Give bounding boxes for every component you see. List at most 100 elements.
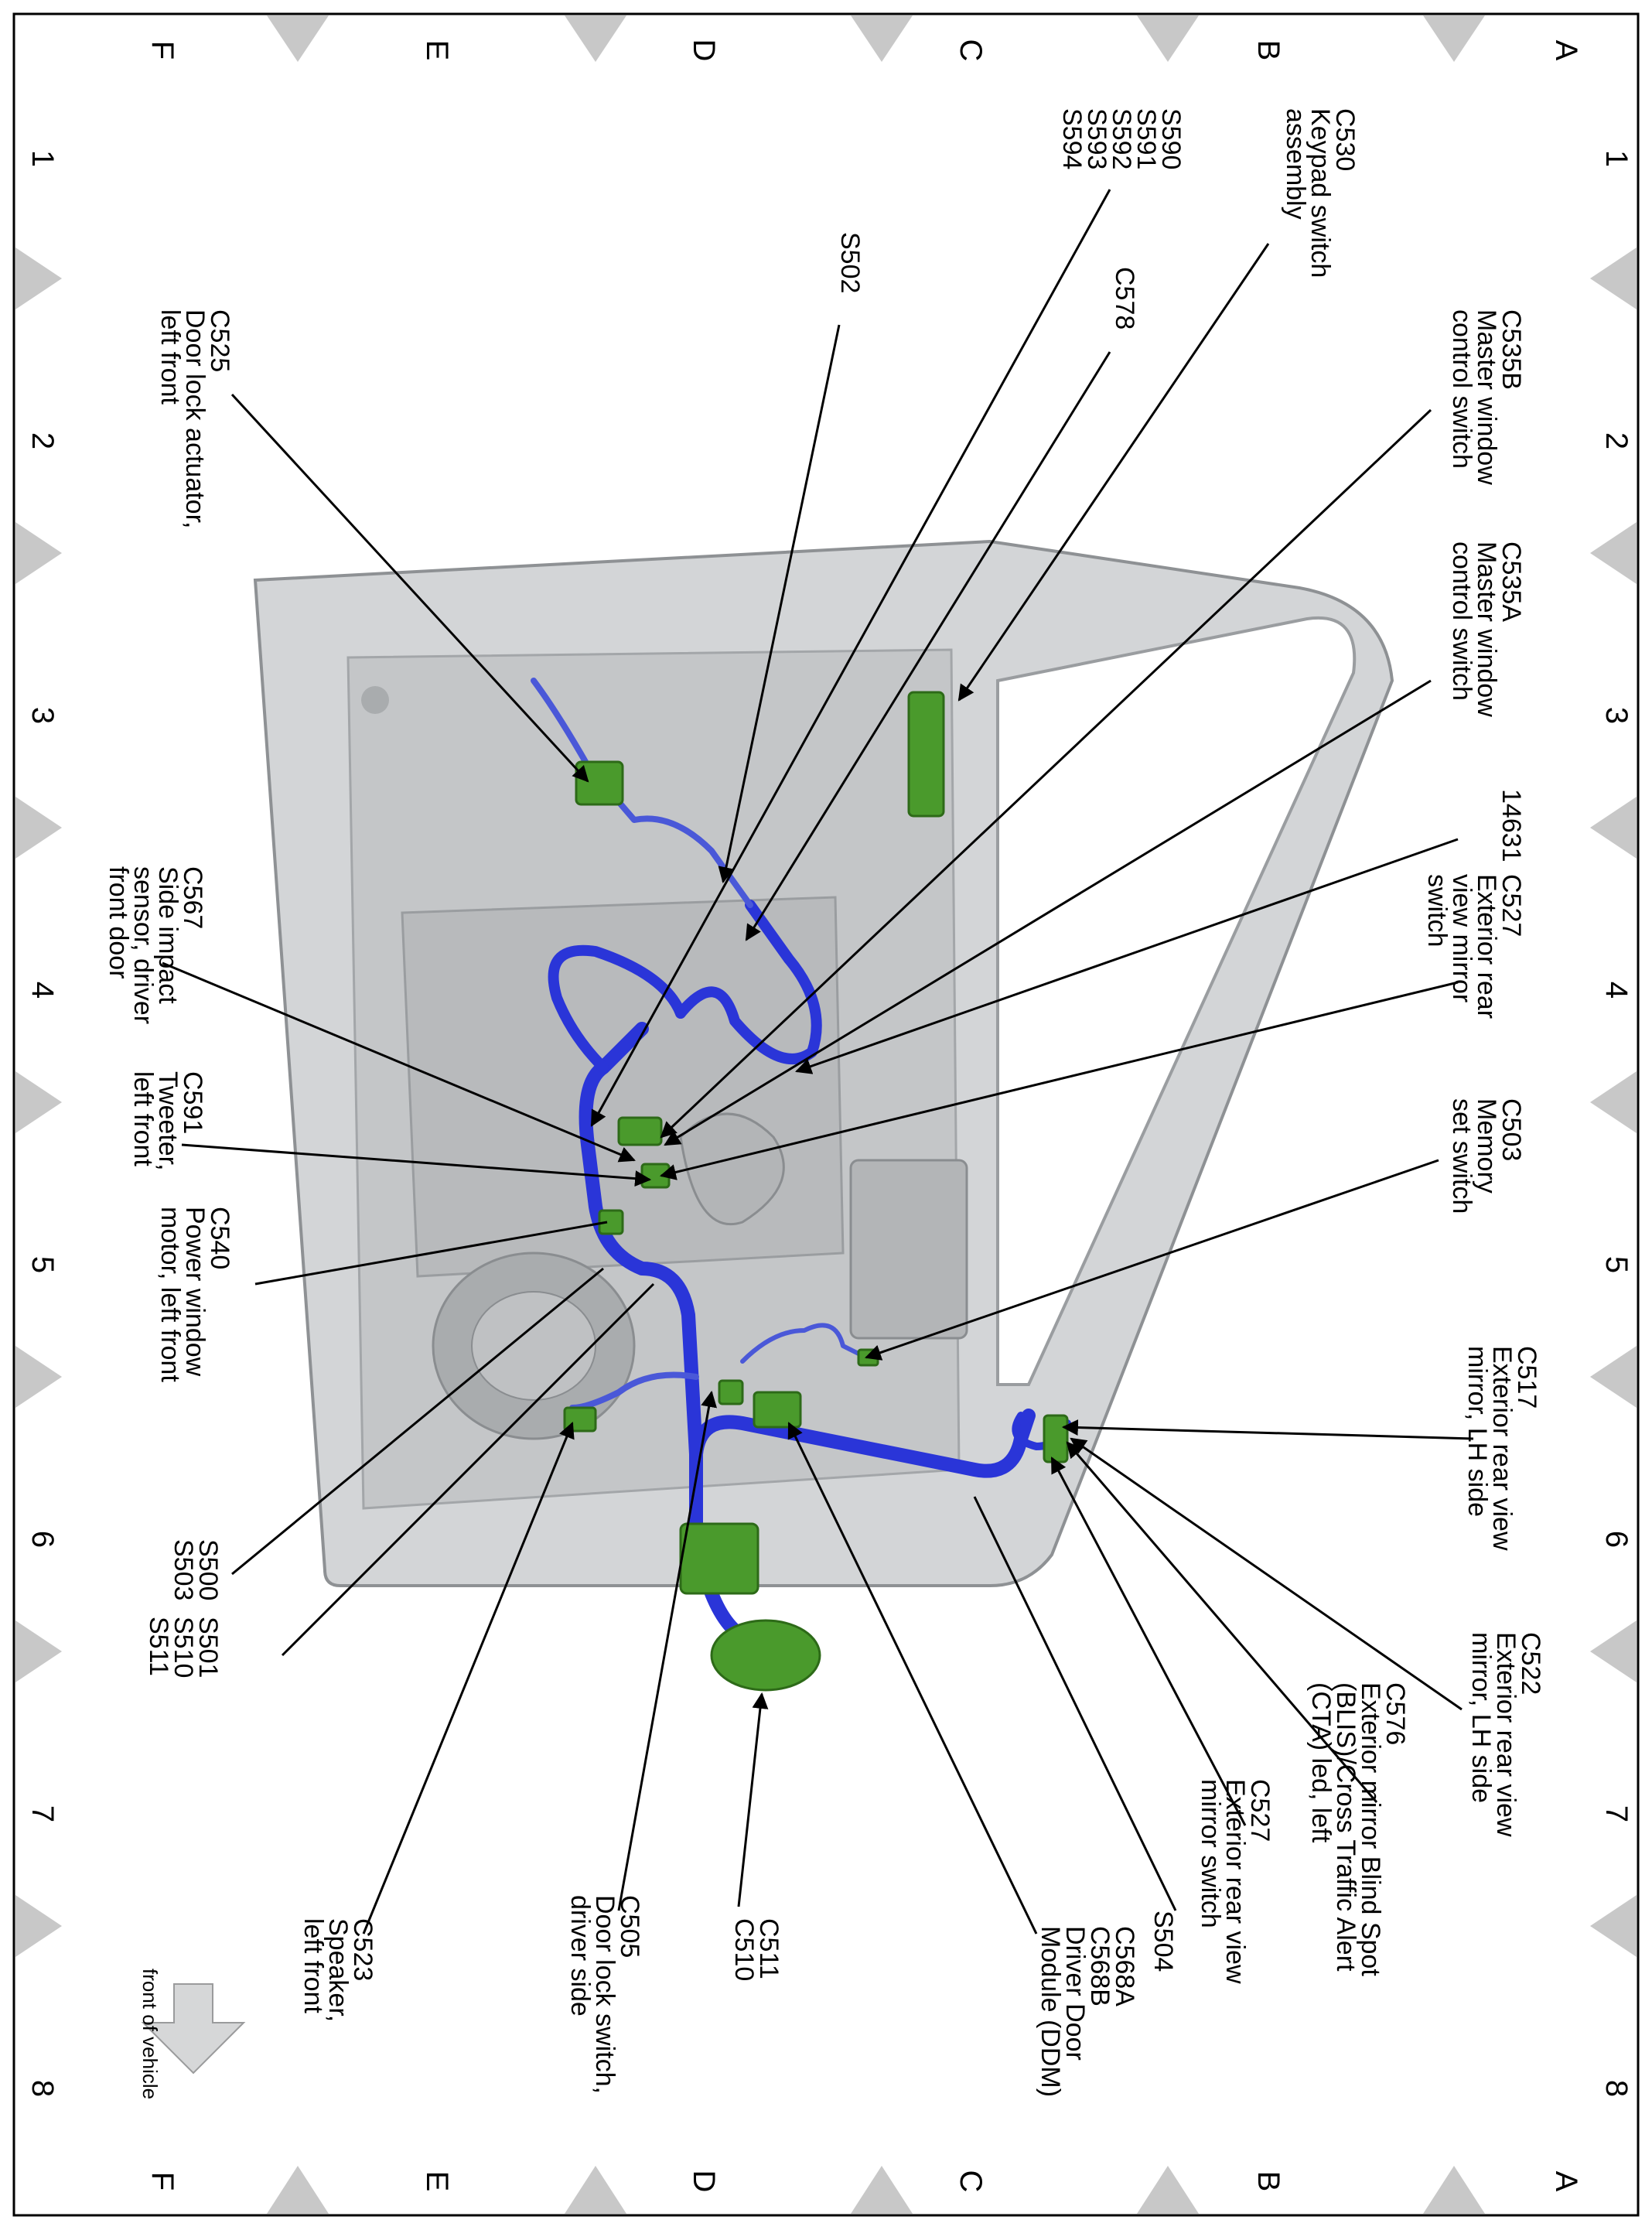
row-label-d-top: D — [687, 39, 721, 62]
col-label-8-left: 8 — [26, 2079, 60, 2098]
row-label-b-bottom: B — [1251, 2170, 1285, 2192]
callout-line: mirror, LH side — [1466, 1632, 1496, 1804]
callout-line: Side impact — [153, 866, 183, 1004]
callout-line: view mirror — [1447, 874, 1476, 1003]
callout-line: driver side — [565, 1895, 595, 2017]
callout-line: (CTA) led, left — [1306, 1682, 1336, 1843]
callout-line: S500 — [193, 1539, 223, 1601]
callout-line: Door lock switch, — [590, 1895, 620, 2094]
row-label-b-top: B — [1251, 39, 1285, 61]
col-label-6-left: 6 — [26, 1530, 60, 1549]
callout-line: S501 — [193, 1617, 223, 1678]
callout-line: S591 — [1131, 108, 1161, 170]
frame-border — [12, 12, 1640, 2217]
row-label-c-bottom: C — [954, 2170, 988, 2193]
grid-markers-bottom — [267, 2166, 1485, 2214]
callout-line: Module (DDM) — [1036, 1926, 1065, 2098]
col-label-8-right: 8 — [1599, 2079, 1633, 2098]
callout-line: C535B — [1497, 309, 1526, 390]
callout-line: mirror, LH side — [1463, 1346, 1492, 1518]
callout-line: switch — [1422, 874, 1452, 948]
callout-line: S590 — [1156, 108, 1186, 170]
col-label-3-right: 3 — [1599, 706, 1633, 725]
callout-line: C510 — [729, 1918, 759, 1982]
col-label-4-right: 4 — [1599, 981, 1633, 999]
callout-line: C568A — [1110, 1926, 1139, 2006]
door-panel — [253, 539, 1394, 1587]
col-label-1-right: 1 — [1599, 149, 1633, 168]
callout-line: left front — [155, 309, 185, 405]
callout-line: C517 — [1512, 1346, 1541, 1409]
callout-line: C540 — [205, 1207, 234, 1270]
callout-label: S504 — [1149, 1911, 1178, 1972]
callout-line: S592 — [1107, 108, 1136, 170]
callout-line: Keypad switch — [1306, 108, 1335, 278]
callout-line: C525 — [205, 309, 234, 373]
callout-line: Exterior rear view — [1220, 1779, 1250, 1984]
callout-line: left front — [299, 1918, 328, 2013]
callout-line: S502 — [835, 232, 865, 294]
callout-line: Master window — [1472, 541, 1501, 717]
callout-line: mirror switch — [1196, 1779, 1225, 1928]
row-label-e-top: E — [420, 39, 454, 61]
grid-markers-top — [267, 15, 1485, 62]
callout-line: control switch — [1447, 541, 1476, 701]
callout-line: front door — [104, 866, 133, 979]
col-label-2-left: 2 — [26, 432, 60, 450]
callout-line: C578 — [1110, 267, 1139, 330]
callout-line: C576 — [1381, 1682, 1410, 1746]
callout-line: assembly — [1281, 108, 1310, 220]
callout-line: 14631 — [1497, 789, 1526, 862]
row-label-f-top: F — [145, 40, 179, 60]
col-label-5-left: 5 — [26, 1255, 60, 1274]
row-label-f-bottom: F — [145, 2171, 179, 2191]
callout-line: S594 — [1057, 108, 1087, 170]
col-label-1-left: 1 — [26, 149, 60, 168]
callout-line: Speaker, — [323, 1918, 353, 2023]
callout-label: C578 — [1110, 267, 1139, 330]
callout-line: Exterior rear view — [1487, 1346, 1517, 1551]
col-label-7-left: 7 — [26, 1805, 60, 1823]
callout-line: C535A — [1497, 541, 1526, 622]
col-label-4-left: 4 — [26, 981, 60, 999]
callout-line: sensor, driver — [128, 866, 158, 1025]
callout-line: C527 — [1497, 874, 1526, 937]
callout-line: motor, left front — [155, 1207, 185, 1382]
callout-line: Driver Door — [1060, 1926, 1090, 2061]
row-label-a-bottom: A — [1549, 2170, 1583, 2192]
callout-line: Power window — [180, 1207, 210, 1377]
callout-line: Exterior mirror Blind Spot — [1356, 1682, 1385, 1976]
callout-label: 14631 — [1497, 789, 1526, 862]
callout-line: S593 — [1082, 108, 1111, 170]
col-label-5-right: 5 — [1599, 1255, 1633, 1274]
callout-line: C567 — [178, 866, 207, 930]
front-of-vehicle-label: front of vehicle — [138, 1969, 162, 2100]
callout-line: C505 — [615, 1895, 644, 1959]
callout-line: S503 — [169, 1539, 198, 1601]
col-label-7-right: 7 — [1599, 1805, 1633, 1823]
callout-line: S510 — [169, 1617, 198, 1678]
callout-line: C511 — [754, 1918, 783, 1979]
row-label-d-bottom: D — [687, 2170, 721, 2193]
col-label-3-left: 3 — [26, 706, 60, 725]
callout-line: C527 — [1245, 1779, 1275, 1842]
callout-label: S502 — [835, 232, 865, 294]
